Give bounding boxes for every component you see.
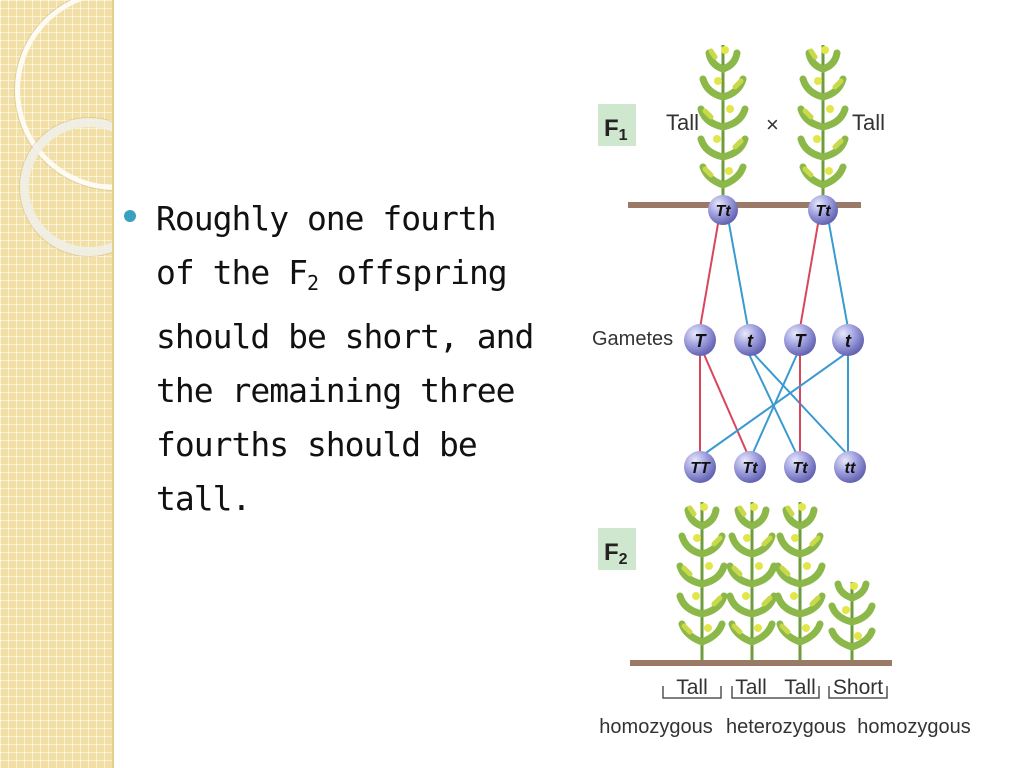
svg-text:t: t (845, 331, 852, 351)
parent-right-label: Tall (852, 110, 885, 135)
offspring-plant-tall (730, 502, 774, 662)
parent-left-label: Tall (666, 110, 699, 135)
offspring-plant-tall (778, 502, 822, 662)
cross-line (827, 217, 849, 329)
gamete-allele: T (684, 324, 716, 356)
cross-line (747, 351, 798, 456)
svg-text:Tt: Tt (815, 203, 831, 220)
bullet-text: Roughly one fourth of the F2 offspring s… (156, 192, 551, 526)
f2-ground-line (630, 660, 892, 666)
cross-symbol: × (766, 112, 779, 137)
phenotype-label: Tall (676, 676, 708, 699)
svg-text:Tt: Tt (792, 460, 808, 477)
parent-plant-left (701, 45, 745, 205)
svg-text:tt: tt (845, 460, 856, 477)
f1-generation-label: F1 (604, 115, 628, 144)
svg-text:T: T (695, 331, 708, 351)
offspring-genotype: tt (834, 451, 866, 483)
group-bracket (828, 686, 888, 699)
parent-genotype: Tt (808, 195, 838, 225)
phenotype-label: Short (833, 676, 883, 699)
cross-line (699, 217, 720, 329)
group-bracket (731, 686, 820, 699)
offspring-plant-short (832, 582, 872, 662)
phenotype-label: Tall (735, 676, 767, 699)
offspring-genotype: TT (684, 451, 716, 483)
group-bracket (662, 686, 722, 699)
offspring-genotype: Tt (784, 451, 816, 483)
gamete-allele: t (832, 324, 864, 356)
svg-text:TT: TT (690, 460, 711, 477)
bullet-text-part: Roughly one fourth of the F (156, 199, 497, 292)
svg-text:T: T (795, 331, 808, 351)
cross-line (702, 351, 749, 456)
parent-genotype: Tt (708, 195, 738, 225)
bullet-dot-icon (124, 210, 136, 222)
cross-line (799, 217, 820, 329)
parent-plant-right (801, 45, 845, 205)
gamete-allele: T (784, 324, 816, 356)
f1-ground-line (628, 202, 861, 208)
gametes-label: Gametes (592, 328, 673, 350)
svg-text:Tt: Tt (715, 203, 731, 220)
cross-line (702, 351, 849, 456)
offspring-genotype: Tt (734, 451, 766, 483)
decorative-left-strip (0, 0, 114, 768)
decorative-ring (20, 118, 112, 256)
offspring-plant-tall (680, 502, 724, 662)
zygosity-label: homozygous (857, 716, 970, 738)
bullet-text-part: offspring should be short, and the remai… (156, 253, 534, 518)
f1-generation-box (598, 104, 636, 146)
phenotype-label: Tall (784, 676, 816, 699)
bullet-subscript: 2 (306, 271, 319, 295)
zygosity-label: homozygous (599, 716, 712, 738)
zygosity-label: heterozygous (726, 716, 846, 738)
f2-generation-label: F2 (604, 539, 628, 568)
gamete-allele: t (734, 324, 766, 356)
cross-line (727, 217, 749, 329)
svg-text:Tt: Tt (742, 460, 758, 477)
svg-text:t: t (747, 331, 754, 351)
f2-generation-box (598, 528, 636, 570)
